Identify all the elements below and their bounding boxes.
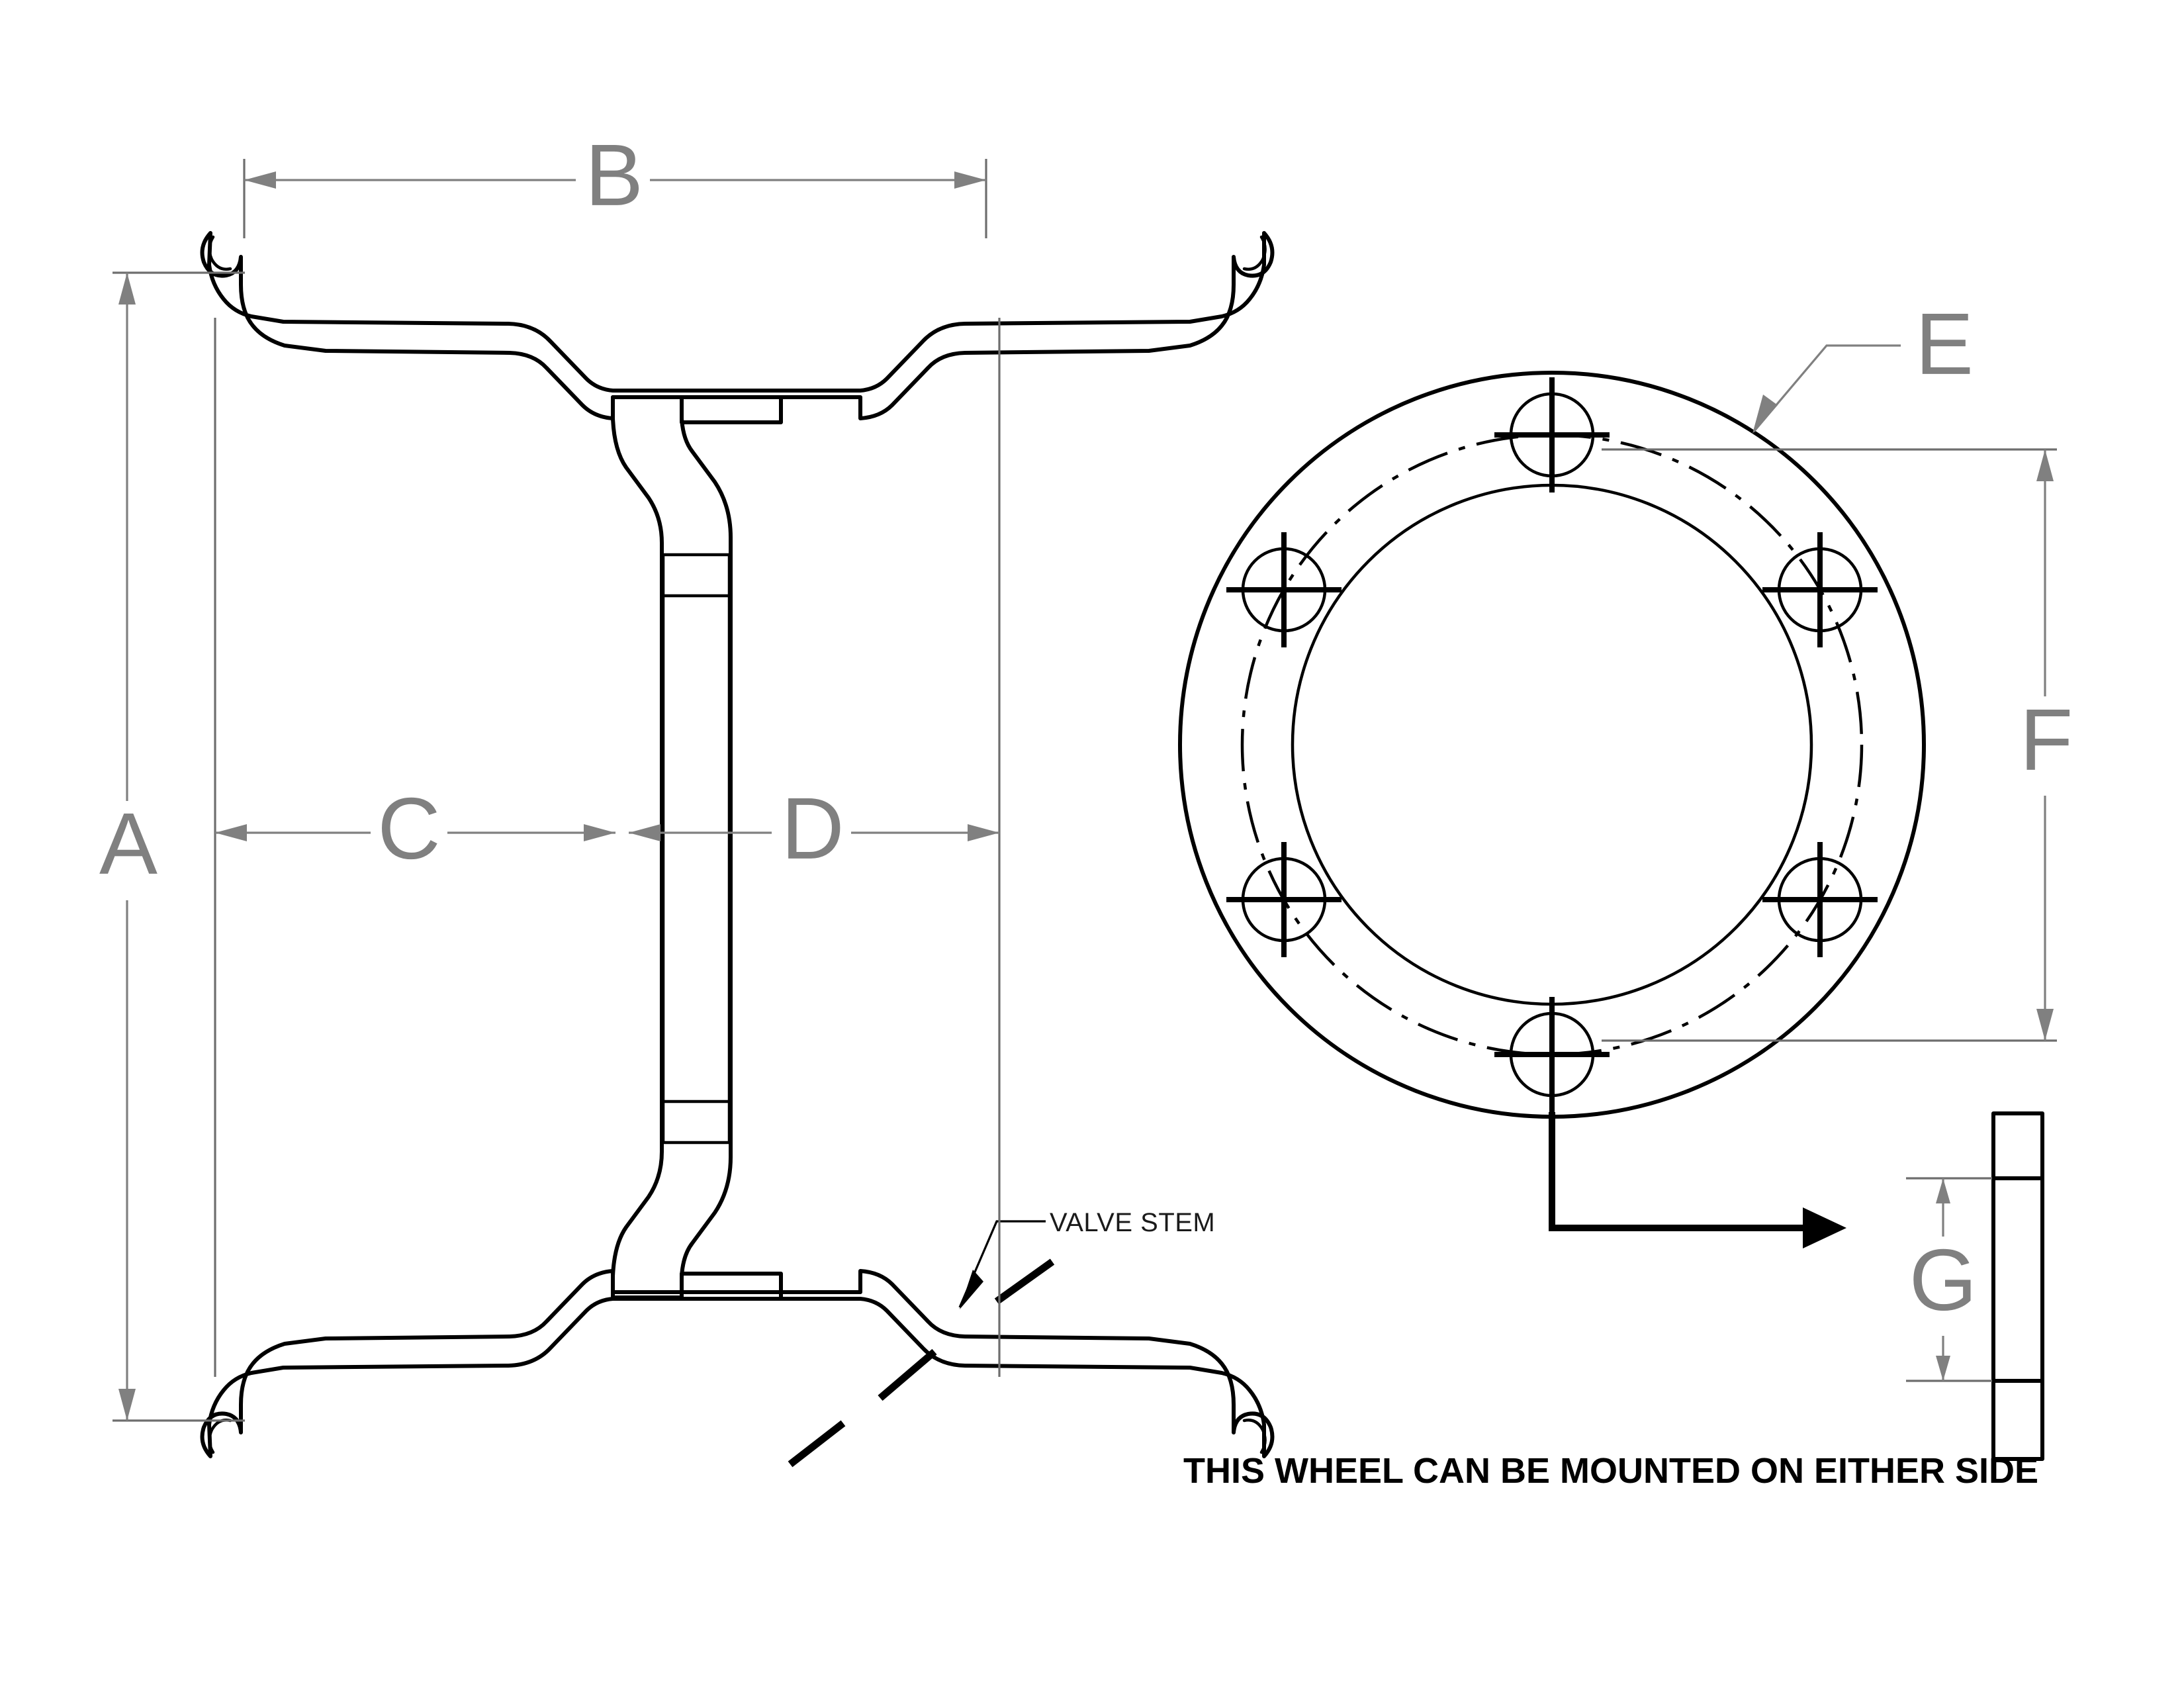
valve-stem-break-line-lower bbox=[788, 1420, 846, 1468]
bolt-hole bbox=[1494, 997, 1610, 1112]
detail-section-arrowhead bbox=[1803, 1207, 1846, 1248]
disc-web-clear-zone bbox=[664, 596, 729, 1102]
dimension-e-leader bbox=[1752, 344, 1901, 433]
detail-section-arrow bbox=[1549, 1112, 1846, 1248]
wheel-disc-section bbox=[611, 395, 733, 1299]
dimension-b-label-mask bbox=[576, 132, 650, 230]
valve-stem-break-line-upper bbox=[994, 1258, 1055, 1305]
dimension-f-label: F bbox=[2020, 691, 2073, 788]
valve-stem-callout: VALVE STEM bbox=[788, 1208, 1215, 1468]
disc-rim-joint-upper bbox=[680, 395, 783, 424]
dimension-c-arrowhead-left bbox=[215, 824, 247, 841]
dimension-c-label-mask bbox=[371, 786, 447, 884]
dimension-d-label-mask bbox=[772, 786, 851, 884]
dimension-b-label: B bbox=[585, 126, 643, 224]
dimension-e: E bbox=[1752, 295, 1974, 434]
joint-lug-upper bbox=[680, 395, 783, 424]
dimension-f-arrowhead-top bbox=[2036, 449, 2054, 481]
upper-left-bead-detail bbox=[208, 235, 232, 271]
valve-stem-leader-arrowhead bbox=[960, 1270, 983, 1309]
dimension-a-arrowhead-bottom bbox=[118, 1389, 136, 1421]
upper-right-bead-detail bbox=[1242, 235, 1267, 271]
lower-right-bead-detail bbox=[1242, 1419, 1267, 1454]
mounting-note: THIS WHEEL CAN BE MOUNTED ON EITHER SIDE bbox=[1183, 1451, 2038, 1491]
dimension-a-label-mask bbox=[93, 801, 164, 900]
dimension-g-arrowhead-bottom bbox=[1936, 1356, 1950, 1381]
bolt-hole bbox=[1762, 532, 1878, 647]
bolt-hole bbox=[1762, 842, 1878, 957]
detail-plate-upper bbox=[1991, 1111, 2044, 1180]
dimension-b: B bbox=[243, 126, 987, 238]
valve-stem-break-line-mid bbox=[878, 1348, 937, 1401]
dimension-c-label: C bbox=[377, 780, 440, 877]
detail-plate-middle bbox=[1991, 1176, 2044, 1383]
hub-bore-circle bbox=[1291, 483, 1813, 1006]
dimension-d: D bbox=[629, 318, 1001, 1377]
bolt-hole bbox=[1226, 532, 1342, 647]
dimension-f-arrowhead-bottom bbox=[2036, 1009, 2054, 1041]
valve-stem-label: VALVE STEM bbox=[1050, 1208, 1215, 1237]
dimension-b-arrowhead-right bbox=[954, 171, 986, 189]
bolt-circle-line bbox=[1240, 433, 1864, 1056]
bolt-hole bbox=[1226, 842, 1342, 957]
dimension-b-arrowhead-left bbox=[244, 171, 276, 189]
wheel-cross-section-view: VALVE STEM A B bbox=[93, 126, 1275, 1468]
detail-plate-lower bbox=[1991, 1379, 2044, 1461]
upper-rim-section bbox=[200, 231, 1275, 420]
joint-lug-lower bbox=[680, 1272, 783, 1301]
lower-rim-section bbox=[200, 1269, 1275, 1458]
dimension-a: A bbox=[93, 271, 245, 1422]
dimension-g-label: G bbox=[1909, 1231, 1978, 1329]
detail-section-arrow-line bbox=[1549, 1112, 1807, 1231]
dimension-g-arrowhead-top bbox=[1936, 1178, 1950, 1203]
dimension-g: G bbox=[1906, 1177, 1992, 1382]
wheel-face-view: E F THIS WHEEL CAN BE MOUNTED ON EITHER … bbox=[1178, 295, 2082, 1491]
dimension-f: F bbox=[1602, 448, 2082, 1042]
dimension-a-arrowhead-top bbox=[118, 273, 136, 305]
lower-rim-outline bbox=[200, 1269, 1275, 1458]
disc-thickness-detail-view: G bbox=[1906, 1111, 2044, 1461]
dimension-c: C bbox=[214, 318, 615, 1377]
dimension-f-label-mask bbox=[2011, 696, 2082, 796]
dimension-e-label: E bbox=[1915, 295, 1974, 393]
dimension-d-arrowhead-left bbox=[629, 824, 660, 841]
dimension-d-arrowhead-right bbox=[968, 824, 999, 841]
dimension-a-label: A bbox=[99, 795, 158, 892]
disc-rim-joint-lower bbox=[680, 1272, 783, 1301]
lower-left-bead-detail bbox=[208, 1419, 232, 1454]
dimension-d-label: D bbox=[781, 780, 844, 877]
dimension-e-arrowhead bbox=[1752, 395, 1778, 434]
bolt-hole bbox=[1494, 377, 1610, 492]
dimension-c-arrowhead-right bbox=[584, 824, 615, 841]
upper-rim-outline bbox=[200, 231, 1275, 420]
dimension-g-label-mask bbox=[1906, 1237, 1981, 1336]
